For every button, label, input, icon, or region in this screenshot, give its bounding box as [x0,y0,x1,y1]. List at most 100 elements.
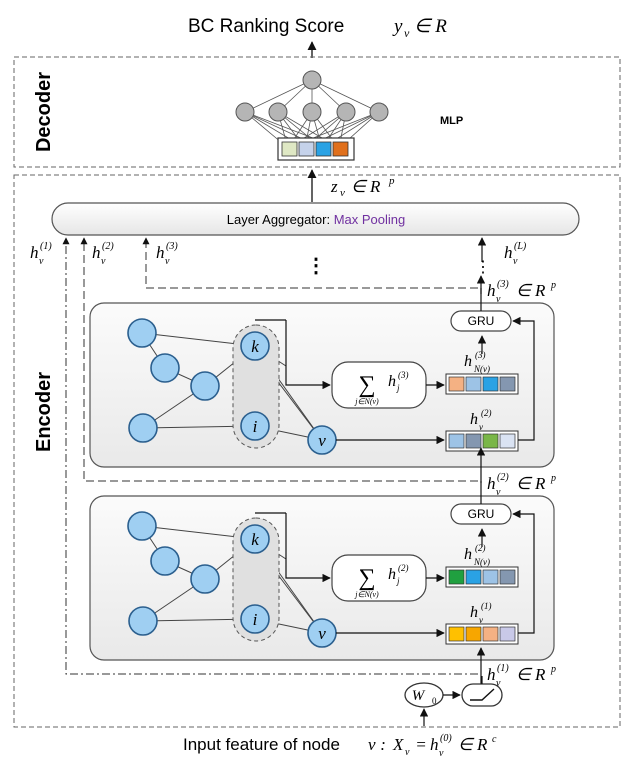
mlp-hidden-neuron [302,102,322,122]
decoder-box [13,56,621,168]
layer-output-sup: (2) [497,472,509,483]
self-symbol: h [470,604,478,621]
graph-node [128,606,158,636]
node-i [240,411,270,441]
neighbor-sub: N(v) [473,364,490,374]
graph-node [128,413,158,443]
node-k-label: k [251,530,259,549]
embedding-cell [499,433,516,449]
svg-text:c: c [492,734,497,745]
sum-symbol: ∑ [358,565,375,591]
embedding-cell [332,141,349,157]
encoder-box [13,174,621,728]
graph-node [150,546,180,576]
graph-node [127,318,157,348]
vertical-ellipsis: ⋮ [475,259,491,276]
embedding-cell [499,626,516,642]
sum-term: h [388,566,396,583]
encoder-label: Encoder [33,372,55,452]
input-out-domain: ∈ R [516,665,546,684]
node-v-label: v [318,624,326,643]
embedding-cell [298,141,315,157]
side-label-hL: h v (L) [504,241,527,267]
side-label-h1: h v (1) [30,241,52,267]
svg-text::: : [376,735,390,754]
layer-output-exp: p [550,473,556,484]
svg-text:X: X [392,735,404,754]
svg-text:v: v [368,735,376,754]
svg-text:v: v [513,256,518,267]
embedding-cell [448,626,465,642]
svg-text:v: v [165,256,170,267]
self-sub: v [479,615,483,625]
aggregate-arrow [285,320,331,390]
svg-text:h: h [430,735,439,754]
self-sup: (2) [481,408,492,418]
embedding-cell [482,569,499,585]
svg-text:v: v [39,256,44,267]
embedding-cell [465,376,482,392]
encoder-layer-3: k i v ∑ h j (3) j∈N(v) h N(v) (3) h v (2… [89,275,556,468]
output-symbol: y [392,16,403,37]
z-sub: v [340,187,345,199]
w0-label: W [412,688,426,704]
embedding-cell [281,141,298,157]
z-exp: p [388,175,395,187]
svg-text:Input feature of node: Input feature of node [183,735,340,754]
layer-aggregator [51,202,580,236]
z-domain: ∈ R [351,177,381,196]
node-i [240,604,270,634]
input-out-sup: (1) [497,663,509,674]
node-k [240,331,270,361]
svg-text:(2): (2) [102,241,114,252]
svg-text:v: v [405,747,410,758]
embedding-cell [482,433,499,449]
input-feature-caption: Input feature of node v : X v = h v (0) … [183,733,497,759]
node-i-label: i [253,417,258,436]
svg-text:=: = [411,735,431,754]
mlp-output-neuron [302,70,322,90]
layer-output-exp: p [550,280,556,291]
sum-index: j∈N(v) [354,590,379,599]
self-sub: v [479,422,483,432]
graph-node [150,353,180,383]
sum-symbol: ∑ [358,372,375,398]
encoder-layer-2: k i v ∑ h j (2) j∈N(v) h N(v) (2) h v (1… [89,447,556,661]
z-symbol: z [330,177,338,196]
input-out-exp: p [550,664,556,675]
mlp-network [235,70,389,149]
embedding-cell [482,376,499,392]
svg-text:(1): (1) [40,241,52,252]
self-symbol: h [470,411,478,428]
gru-label: GRU [468,314,495,328]
neighbor-sup: (2) [475,543,486,553]
node-v-label: v [318,431,326,450]
aggregate-arrow [285,513,331,583]
embedding-cell [448,569,465,585]
sum-aggregator [331,554,427,602]
sum-aggregator [331,361,427,409]
layer-output-sup: (3) [497,279,509,290]
relu-activation [461,683,503,707]
output-title: BC Ranking Score [188,16,344,37]
embedding-cell [465,433,482,449]
mlp-hidden-neuron [235,102,255,122]
layer-output-domain: ∈ R [516,281,546,300]
embedding-cell [465,569,482,585]
output-domain: ∈ R [414,16,447,37]
node-k-label: k [251,337,259,356]
mlp-hidden-neuron [336,102,356,122]
node-k [240,524,270,554]
mlp-label: MLP [440,115,463,127]
gru-label: GRU [468,507,495,521]
svg-text:v: v [439,748,444,759]
embedding-cell [499,376,516,392]
svg-text:h: h [92,243,101,262]
svg-text:∈ R: ∈ R [458,735,488,754]
sum-index: j∈N(v) [354,397,379,406]
side-label-h2: h v (2) [92,241,114,267]
sum-term: h [388,373,396,390]
node-i-label: i [253,610,258,629]
graph-node [127,511,157,541]
embedding-cell [315,141,332,157]
